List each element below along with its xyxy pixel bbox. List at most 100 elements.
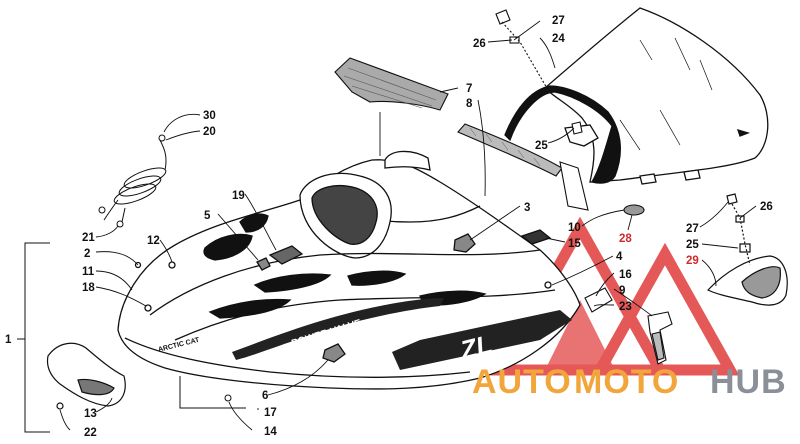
leader-20 [165, 130, 201, 141]
hood-left-intake-upper [239, 213, 269, 233]
leader-10 [581, 209, 625, 227]
right-hand-guard-shade [741, 266, 781, 299]
harness-terminal-right [116, 220, 124, 228]
windshield-arrow-mark [736, 129, 751, 137]
decal-side-stripe [232, 298, 444, 360]
leader-14 [228, 401, 253, 431]
hood-screw-14 [224, 394, 232, 402]
hood-side-slot-3 [347, 270, 407, 286]
right-guard-screw [726, 193, 738, 205]
callout-27-top: 27 [552, 15, 565, 27]
harness-terminal-left [98, 206, 106, 214]
callout-18: 18 [82, 282, 95, 294]
hood-side-slot-1 [253, 273, 332, 293]
callout-25-top: 25 [535, 140, 548, 152]
hood-front-edge [124, 337, 471, 378]
left-hand-guard [46, 342, 126, 410]
leader-29 [701, 259, 717, 287]
right-hand-guard [707, 193, 788, 306]
hood-emblem-patch-6 [322, 343, 346, 363]
callout-labels: 1 2 3 4 5 6 7 8 9 10 11 12 13 14 15 16 1… [5, 15, 773, 439]
callout-14: 14 [264, 426, 277, 438]
hood-vent-grille [311, 184, 378, 245]
hood-rivet-18 [144, 304, 152, 312]
leader-15 [545, 237, 566, 243]
callout-15: 15 [568, 238, 581, 250]
leader-7 [439, 87, 459, 93]
leader-28 [627, 214, 633, 231]
callout-17: 17 [264, 407, 277, 419]
leader-25b [701, 243, 739, 249]
watermark-triangle-right [590, 242, 740, 376]
callout-4: 4 [616, 251, 623, 263]
hood-left-intake [203, 233, 253, 261]
leader-9 [613, 288, 653, 317]
assembly-bracket-1 [17, 242, 246, 433]
leader-30 [163, 113, 201, 133]
leader-22 [59, 409, 71, 431]
harness-coil-3 [113, 183, 157, 205]
hood-emblem-patch-19 [268, 245, 304, 265]
hood-emblem-patch-3 [453, 233, 476, 253]
windshield-screw-head [495, 9, 511, 25]
windshield-tint-lines [619, 37, 713, 151]
vent-cover-hatch [343, 67, 437, 109]
seal-10 [559, 161, 645, 216]
harness-coil-1 [123, 167, 167, 189]
hood-side-contour-1 [149, 249, 541, 316]
hood-vent-cover [334, 57, 449, 111]
hood-emblem-patch-15 [520, 229, 552, 245]
watermark-word-moto: MOTO [574, 363, 679, 401]
harness-lead-top [159, 139, 167, 171]
harness-terminal-top [158, 134, 166, 142]
leader-4 [551, 255, 614, 286]
assembly-bracket-line [17, 242, 50, 433]
leader-12 [159, 239, 173, 263]
leader-3 [469, 205, 521, 241]
left-hand-guard-shell [46, 342, 126, 407]
left-hand-guard-vent [77, 378, 115, 396]
leader-6 [267, 359, 329, 396]
callout-16: 16 [619, 269, 632, 281]
leader-26b [739, 205, 757, 219]
leader-26a [487, 39, 513, 43]
watermark-word-auto: AUTO [472, 363, 572, 401]
bracket-17-line [179, 376, 246, 409]
leader-27b [699, 201, 729, 228]
harness-coil-2 [118, 175, 162, 197]
hood-screw-head [224, 394, 232, 402]
windshield-foot-2 [639, 173, 657, 185]
hood-emblem-patch-5 [256, 257, 271, 271]
left-guard-screw [56, 402, 64, 410]
bracket-arm-shade [651, 331, 665, 361]
decal-model-block [392, 310, 572, 370]
leader-23 [593, 304, 615, 307]
callout-27-right: 27 [686, 223, 699, 235]
leader-21 [95, 225, 119, 238]
callout-21: 21 [82, 232, 95, 244]
callout-1: 1 [5, 334, 12, 346]
callout-24: 24 [552, 33, 565, 45]
molding-hatch [469, 127, 541, 167]
harness-lead-bottom [103, 199, 126, 223]
seal-part [559, 161, 589, 211]
callout-6: 6 [262, 390, 268, 402]
leader-18 [95, 286, 147, 307]
windshield-foot-1 [683, 169, 701, 181]
callout-10: 10 [568, 222, 581, 234]
wire-harness [98, 134, 167, 228]
callout-7: 7 [466, 83, 472, 95]
callout-28: 28 [619, 233, 632, 245]
leader-19 [244, 193, 277, 251]
windshield-lower-trim [504, 85, 621, 184]
callout-12: 12 [147, 235, 160, 247]
grommet-28 [623, 204, 645, 216]
hood-side-contour-2 [174, 289, 556, 341]
callout-26-right: 26 [760, 201, 773, 213]
watermark-logo-text: AUTO MOTO HUB [472, 363, 786, 401]
leader-2 [95, 251, 139, 266]
windshield-fastener-leader [501, 21, 549, 91]
callout-2: 2 [84, 248, 90, 260]
